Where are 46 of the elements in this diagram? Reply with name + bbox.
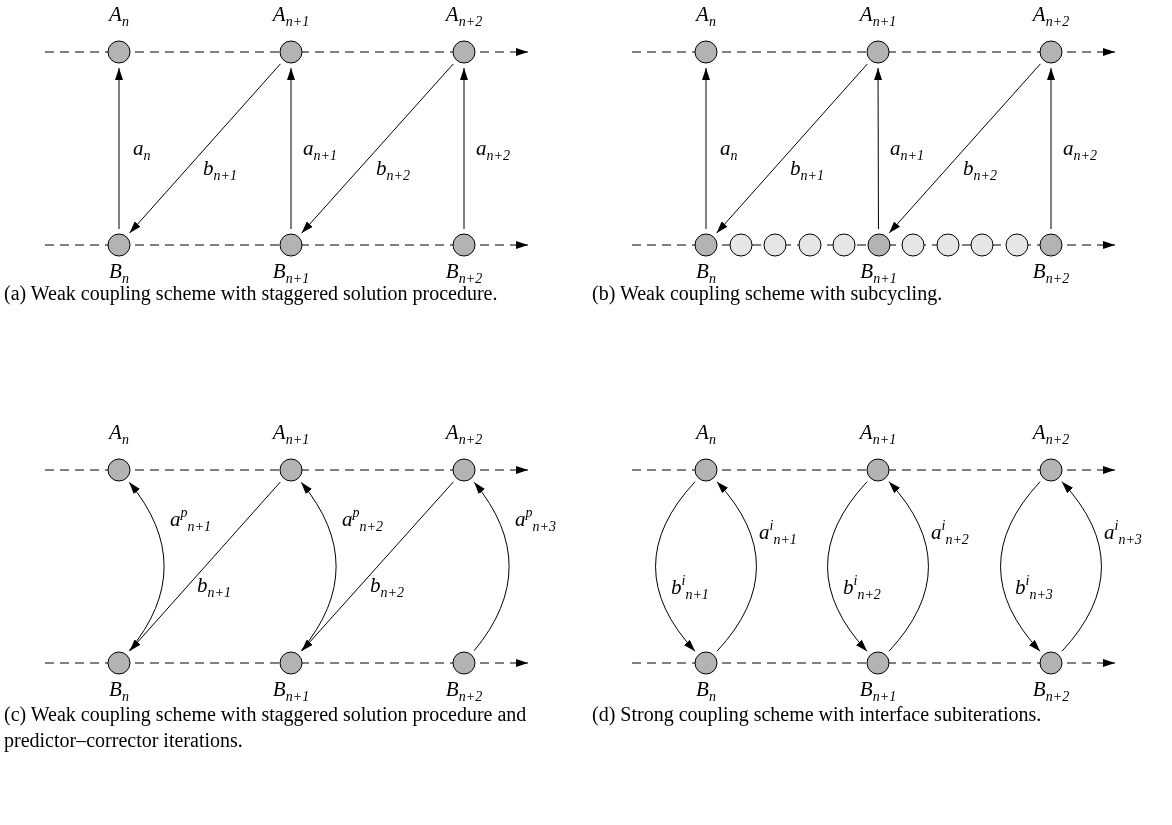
node-label: A$_{n+2}$	[1032, 420, 1070, 449]
edge-label: b$_{n+2}$	[963, 155, 997, 185]
arrow	[460, 67, 468, 230]
arrow	[129, 63, 281, 234]
node-label: A$_{n+1}$	[272, 420, 310, 449]
node-label: B$_{n+2}$	[1032, 259, 1070, 288]
arrow	[655, 481, 696, 652]
edge-label: a$_{n+2}$	[476, 135, 510, 165]
arrow	[716, 63, 868, 234]
edge-label: a$_{n}$	[720, 135, 738, 165]
edge-label: a$_{n+2}$	[1063, 135, 1097, 165]
arrow	[888, 63, 1041, 234]
arrow	[128, 481, 165, 652]
node-label: A$_{n+2}$	[445, 420, 483, 449]
arrow	[1061, 481, 1102, 652]
arrow	[1047, 67, 1055, 230]
edge-label: a$_{n}$	[133, 135, 151, 165]
edge-label: b$_{n+1}$	[197, 572, 231, 602]
arrow	[702, 67, 710, 230]
edge-label: a$_{n+1}$	[890, 135, 924, 165]
edge-label: b$_{n+2}$	[370, 572, 404, 602]
edge-label: b$_{n+1}$	[203, 155, 237, 185]
arrow	[301, 63, 454, 234]
node-label: A$_{n}$	[696, 420, 716, 449]
node-label: A$_{n+1}$	[859, 420, 897, 449]
edge-label: b$_{n+2}$	[376, 155, 410, 185]
arrow	[300, 481, 337, 652]
node-label: A$_{n+2}$	[445, 2, 483, 31]
arrow	[1000, 481, 1041, 652]
arrow	[115, 67, 123, 230]
arrow	[716, 481, 757, 652]
arrow	[473, 481, 510, 652]
node-label: A$_{n+1}$	[272, 2, 310, 31]
arrow	[129, 481, 281, 652]
arrow	[301, 481, 454, 652]
edge-label: a$_{n+1}$	[303, 135, 337, 165]
arrow	[827, 481, 868, 652]
arrow	[287, 67, 295, 230]
arrow	[874, 67, 883, 230]
node-label: A$_{n}$	[109, 420, 129, 449]
node-label: A$_{n}$	[109, 2, 129, 31]
node-label: A$_{n}$	[696, 2, 716, 31]
node-label: A$_{n+1}$	[859, 2, 897, 31]
node-label: A$_{n+2}$	[1032, 2, 1070, 31]
arrow	[888, 481, 929, 652]
edge-label: b$_{n+1}$	[790, 155, 824, 185]
